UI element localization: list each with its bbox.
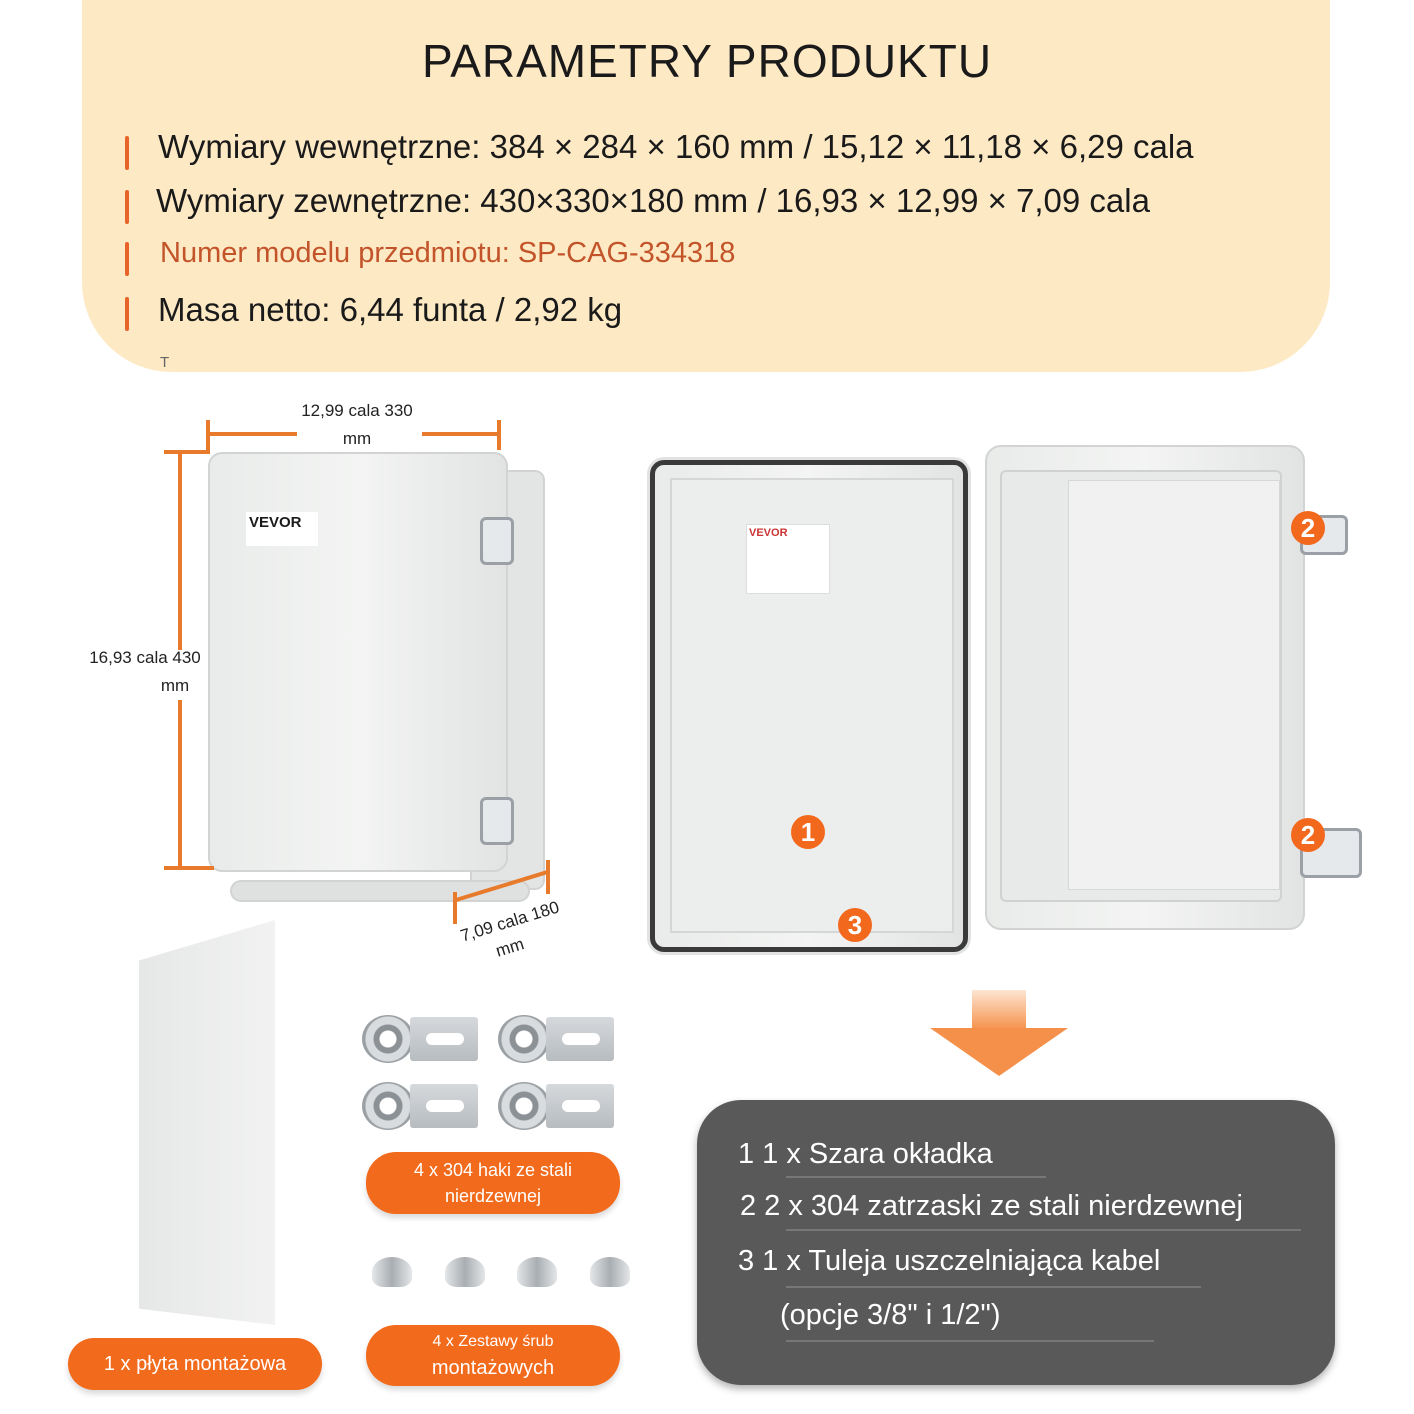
hook	[498, 1015, 614, 1063]
screw	[590, 1257, 630, 1287]
arrow-head	[930, 1028, 1068, 1076]
bullet-bar	[125, 242, 129, 276]
screws-label-line2: montażowych	[431, 1357, 555, 1379]
height-label: 16,93 cala 430	[89, 648, 201, 667]
bullet-bar	[125, 136, 129, 170]
screws-label: 4 x Zestawy śrub montażowych	[366, 1325, 620, 1386]
spec-panel	[82, 0, 1330, 372]
width-label: 12,99 cala 330	[301, 401, 413, 420]
badge-2: 2	[1291, 511, 1325, 545]
latch	[480, 517, 514, 565]
screw	[445, 1257, 485, 1287]
badge-2: 2	[1291, 818, 1325, 852]
spec-outer-dimensions: Wymiary zewnętrzne: 430×330×180 mm / 16,…	[156, 182, 1150, 219]
spec-model-number: Numer modelu przedmiotu: SP-CAG-334318	[160, 237, 736, 269]
contents-item: (opcje 3/8" i 1/2")	[780, 1299, 1001, 1331]
latch	[480, 797, 514, 845]
spec-net-weight: Masa netto: 6,44 funta / 2,92 kg	[158, 291, 623, 328]
package-contents-panel	[697, 1100, 1335, 1385]
hook	[362, 1015, 478, 1063]
bullet-bar	[125, 297, 129, 331]
spec-inner-dimensions: Wymiary wewnętrzne: 384 × 284 × 160 mm /…	[158, 128, 1194, 165]
badge-1: 1	[791, 815, 825, 849]
contents-item: 1 1 x Szara okładka	[738, 1138, 993, 1170]
hook	[362, 1082, 478, 1130]
contents-item: 2 2 x 304 zatrzaski ze stali nierdzewnej	[740, 1190, 1243, 1222]
badge-3: 3	[838, 908, 872, 942]
screw	[372, 1257, 412, 1287]
hooks-label: 4 x 304 haki ze stali nierdzewnej	[366, 1152, 620, 1214]
screw	[517, 1257, 557, 1287]
mounting-plate	[139, 920, 275, 1325]
vevor-label: VEVOR	[746, 524, 830, 594]
arrow-down-icon	[972, 990, 1026, 1030]
vevor-label: VEVOR	[246, 512, 318, 546]
contents-item: 3 1 x Tuleja uszczelniająca kabel	[738, 1245, 1161, 1277]
stray-mark: T	[160, 354, 170, 371]
hook	[498, 1082, 614, 1130]
plate-label: 1 x płyta montażowa	[68, 1338, 322, 1390]
page-title: PARAMETRY PRODUKTU	[421, 35, 993, 87]
screws-label-line1: 4 x Zestawy śrub	[432, 1333, 554, 1350]
bullet-bar	[125, 190, 129, 224]
width-unit: mm	[342, 429, 372, 448]
height-unit: mm	[160, 676, 190, 695]
